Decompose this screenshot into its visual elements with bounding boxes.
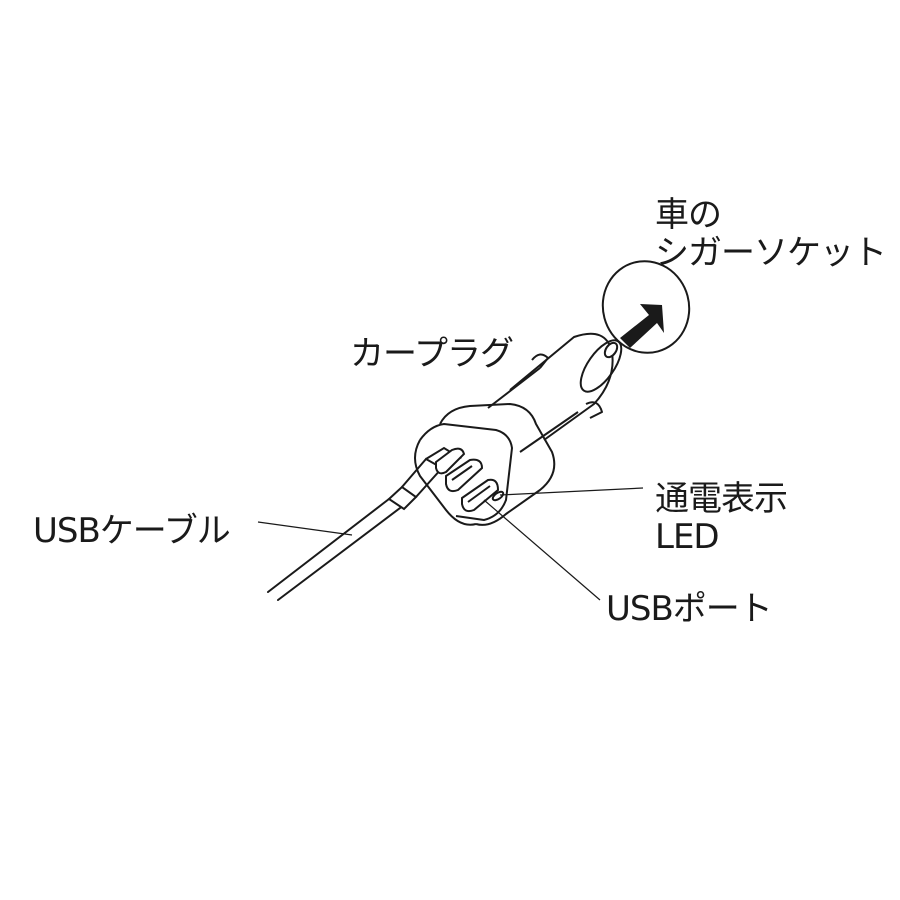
- leader-lines: [257, 487, 644, 601]
- socket-label-line1: 車の: [655, 195, 722, 235]
- usb-cable: [267, 446, 462, 601]
- socket-label: 車の シガーソケット: [655, 195, 887, 273]
- leader-port: [483, 499, 601, 601]
- socket-label-line2: シガーソケット: [655, 233, 887, 273]
- power-led: [491, 490, 505, 502]
- led-label-line2: LED: [655, 517, 720, 557]
- usb-port-3: [461, 478, 500, 513]
- leader-cable: [257, 521, 353, 536]
- car-plug: [414, 332, 623, 526]
- led-label-line1: 通電表示: [655, 479, 788, 519]
- led-label: 通電表示 LED: [655, 479, 788, 557]
- insert-arrow-icon: [620, 304, 664, 348]
- leader-led: [499, 487, 644, 496]
- usb-cable-label: USBケーブル: [33, 511, 231, 551]
- usb-port-2: [445, 458, 484, 493]
- usb-port-1: [435, 447, 466, 475]
- usb-ports: [435, 447, 505, 513]
- car-plug-label: カープラグ: [350, 334, 514, 374]
- usb-port-label: USBポート: [606, 589, 773, 629]
